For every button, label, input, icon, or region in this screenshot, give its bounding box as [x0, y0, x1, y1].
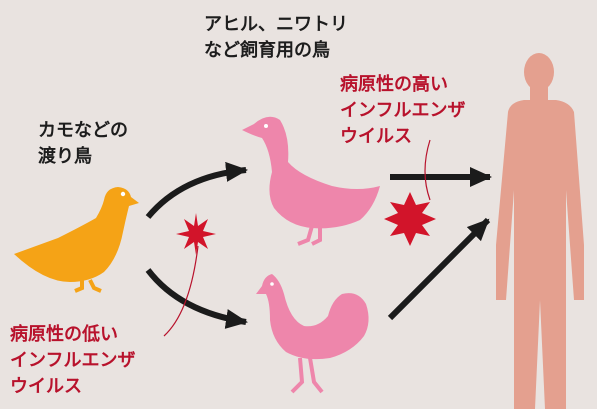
rooster-icon: [256, 274, 369, 394]
label-poultry: アヒル、ニワトリ など飼育用の鳥: [204, 14, 348, 61]
arrow-duck-to-goose: [145, 161, 248, 219]
virus-icon: [384, 192, 436, 246]
human-icon: [496, 53, 584, 409]
arrow-duck-to-rooster: [145, 268, 248, 329]
label-migratory-bird: カモなどの 渡り鳥: [38, 120, 128, 167]
leader-line-low: [163, 245, 199, 337]
duck-icon: [14, 187, 139, 293]
label-low-pathogenic-virus: 病原性の低い インフルエンザ ウイルス: [10, 324, 136, 397]
leader-line-high: [424, 139, 431, 201]
arrow-rooster-to-human: [387, 217, 491, 321]
label-high-pathogenic-virus: 病原性の高い インフルエンザ ウイルス: [340, 74, 466, 147]
virus-icon: [176, 213, 216, 255]
goose-icon: [242, 116, 380, 246]
